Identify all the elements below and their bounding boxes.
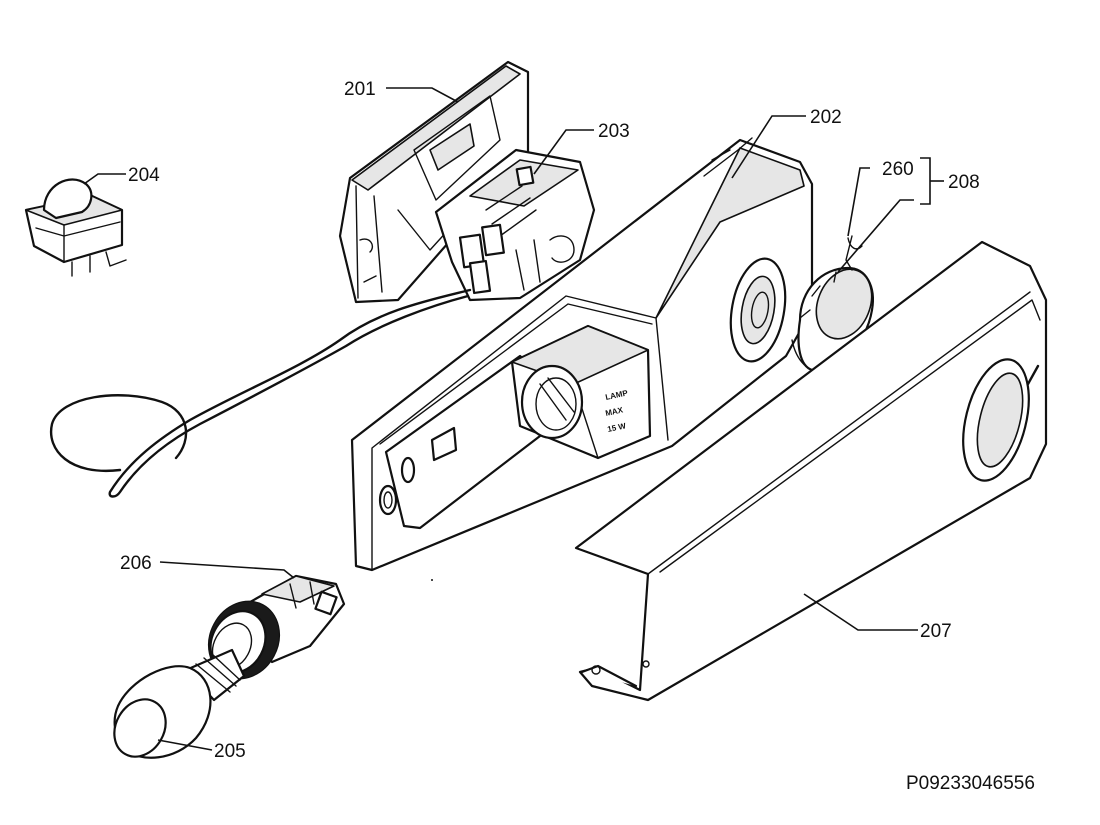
callout-202: 202: [810, 107, 842, 128]
part-205-lamp-bulb: [113, 648, 246, 759]
part-203-thermostat: [49, 148, 596, 498]
callout-260: 260: [882, 159, 914, 180]
callout-203: 203: [598, 121, 630, 142]
callout-207: 207: [920, 621, 952, 642]
callout-labels: 201 202 203 204 205 206 207 208 260: [120, 79, 980, 762]
callout-205: 205: [214, 741, 246, 762]
part-207-front-cover: [574, 240, 1048, 702]
callout-208: 208: [948, 172, 980, 193]
svg-text:MAX: MAX: [605, 405, 625, 418]
part-260-clip: [845, 235, 863, 271]
callout-206: 206: [120, 553, 152, 574]
svg-text:15 W: 15 W: [607, 421, 628, 434]
callout-204: 204: [128, 165, 160, 186]
leader-lines: [83, 87, 944, 751]
part-201-bracket: [338, 60, 530, 304]
document-id: P09233046556: [906, 773, 1035, 794]
callout-201: 201: [344, 79, 376, 100]
part-202-housing: LAMP MAX 15 W: [350, 137, 814, 572]
part-204-switch: [24, 178, 127, 277]
